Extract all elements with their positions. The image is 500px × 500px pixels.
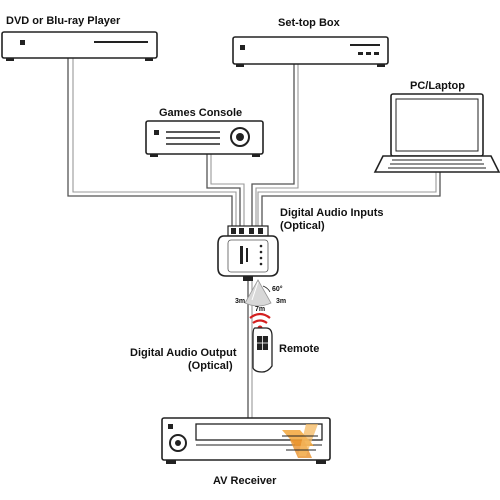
cables	[67, 58, 441, 418]
dvd-label: DVD or Blu-ray Player	[6, 15, 121, 27]
remote-control-icon	[252, 327, 273, 373]
range-left-label: 3m	[235, 298, 245, 305]
angle-label: 60°	[272, 285, 283, 293]
pc-label: PC/Laptop	[410, 80, 465, 92]
av-receiver-icon	[161, 417, 331, 464]
receiver-label: AV Receiver	[213, 475, 277, 487]
cable-dvd	[67, 58, 233, 232]
cable-games	[206, 154, 241, 232]
set-top-box-icon	[232, 36, 389, 67]
games-console-icon	[145, 120, 264, 157]
range-right-label: 3m	[276, 298, 286, 305]
games-label: Games Console	[159, 107, 242, 119]
laptop-icon	[373, 93, 500, 173]
cable-pc	[261, 172, 441, 232]
cable-stb	[251, 64, 295, 232]
ir-reception-cone	[244, 279, 272, 307]
inputs-label-line1: Digital Audio Inputs	[280, 207, 383, 219]
dvd-player-icon	[1, 31, 158, 61]
inputs-label-line2: (Optical)	[280, 220, 325, 232]
output-label-line2: (Optical)	[188, 360, 233, 372]
range-center-label: 7m	[255, 306, 265, 313]
remote-label: Remote	[279, 343, 319, 355]
stb-label: Set-top Box	[278, 17, 341, 29]
audio-switch-icon	[217, 225, 279, 281]
output-label-line1: Digital Audio Output	[130, 347, 237, 359]
